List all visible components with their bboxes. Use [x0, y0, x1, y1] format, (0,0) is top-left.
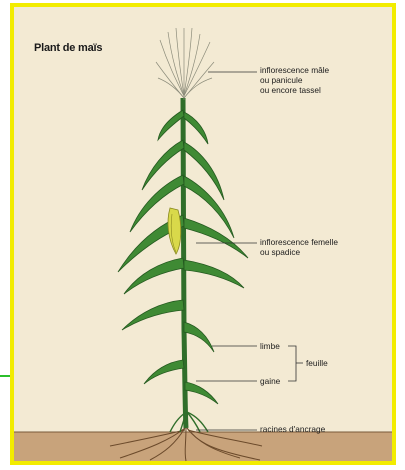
leaf — [185, 382, 218, 404]
spadix — [168, 208, 181, 254]
leaf — [158, 110, 184, 140]
label-spadix: inflorescence femelle ou spadice — [260, 237, 338, 257]
label-racines: racines d'ancrage — [260, 424, 325, 434]
page-title: Plant de maïs — [34, 42, 102, 54]
leaf — [184, 218, 248, 258]
brace-roots — [170, 412, 208, 432]
leaf — [122, 300, 184, 330]
leaf — [144, 360, 184, 384]
label-feuille: feuille — [306, 358, 328, 368]
leaf — [124, 258, 184, 294]
leaf — [184, 322, 214, 352]
leaf — [184, 112, 208, 144]
soil — [14, 432, 392, 461]
label-tassel: inflorescence mâle ou panicule ou encore… — [260, 65, 329, 95]
tassel — [156, 28, 214, 100]
leaf — [184, 260, 244, 288]
label-limbe: limbe — [260, 341, 280, 351]
label-gaine: gaine — [260, 376, 280, 386]
